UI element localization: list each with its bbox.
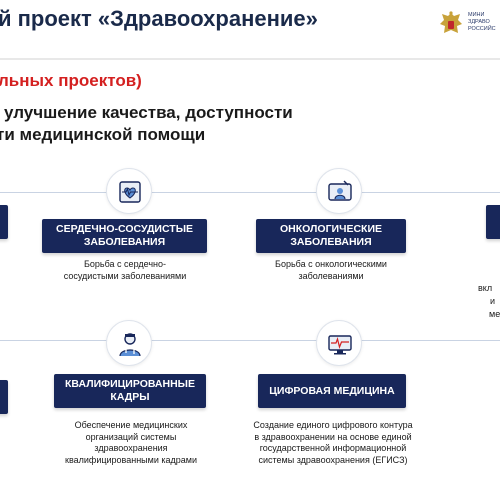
desc-edge-line: и <box>490 296 496 306</box>
doctor-icon <box>106 320 152 366</box>
row-connector-line <box>0 192 500 193</box>
row-connector-line <box>0 340 500 341</box>
project-desc-digital-medicine: Создание единого цифрового контура в здр… <box>253 420 413 465</box>
project-desc-qualified-staff: Обеспечение медицинских организаций сист… <box>65 420 197 465</box>
digital-medicine-icon <box>316 320 362 366</box>
heart-folder-icon <box>106 168 152 214</box>
project-card-oncology[interactable]: ОНКОЛОГИЧЕСКИЕ ЗАБОЛЕВАНИЯ <box>256 219 406 253</box>
project-card-qualified-staff[interactable]: КВАЛИФИЦИРОВАННЫЕ КАДРЫ <box>54 374 206 408</box>
project-goal: улучшение качества, доступности ти медиц… <box>0 102 293 146</box>
project-desc-cardiovascular: Борьба с сердечно-сосудистыми заболевани… <box>63 259 187 281</box>
project-card-cardiovascular[interactable]: СЕРДЕЧНО-СОСУДИСТЫЕ ЗАБОЛЕВАНИЯ <box>42 219 207 253</box>
goal-line: улучшение качества, доступности <box>4 103 293 122</box>
project-card-edge[interactable] <box>486 205 500 239</box>
page-title: й проект «Здравоохранение» <box>0 6 318 31</box>
ministry-name-line: ЗДРАВО <box>468 19 490 25</box>
desc-edge-line: ме <box>489 309 500 319</box>
ministry-name: МИНИ ЗДРАВО РОССИЙС <box>468 12 496 33</box>
goal-line: ти медицинской помощи <box>0 125 206 144</box>
project-card-edge[interactable] <box>0 205 8 239</box>
header-divider <box>0 58 500 60</box>
ministry-name-line: МИНИ <box>468 12 485 18</box>
ministry-name-line: РОССИЙС <box>468 26 496 32</box>
project-desc-oncology: Борьба с онкологическими заболеваниями <box>275 259 387 281</box>
desc-edge-line: вкл <box>478 283 493 293</box>
subtitle: льных проектов) <box>0 71 142 90</box>
project-card-edge[interactable] <box>0 380 8 414</box>
oncology-icon <box>316 168 362 214</box>
project-card-digital-medicine[interactable]: ЦИФРОВАЯ МЕДИЦИНА <box>258 374 406 408</box>
coat-of-arms-icon <box>440 11 462 33</box>
